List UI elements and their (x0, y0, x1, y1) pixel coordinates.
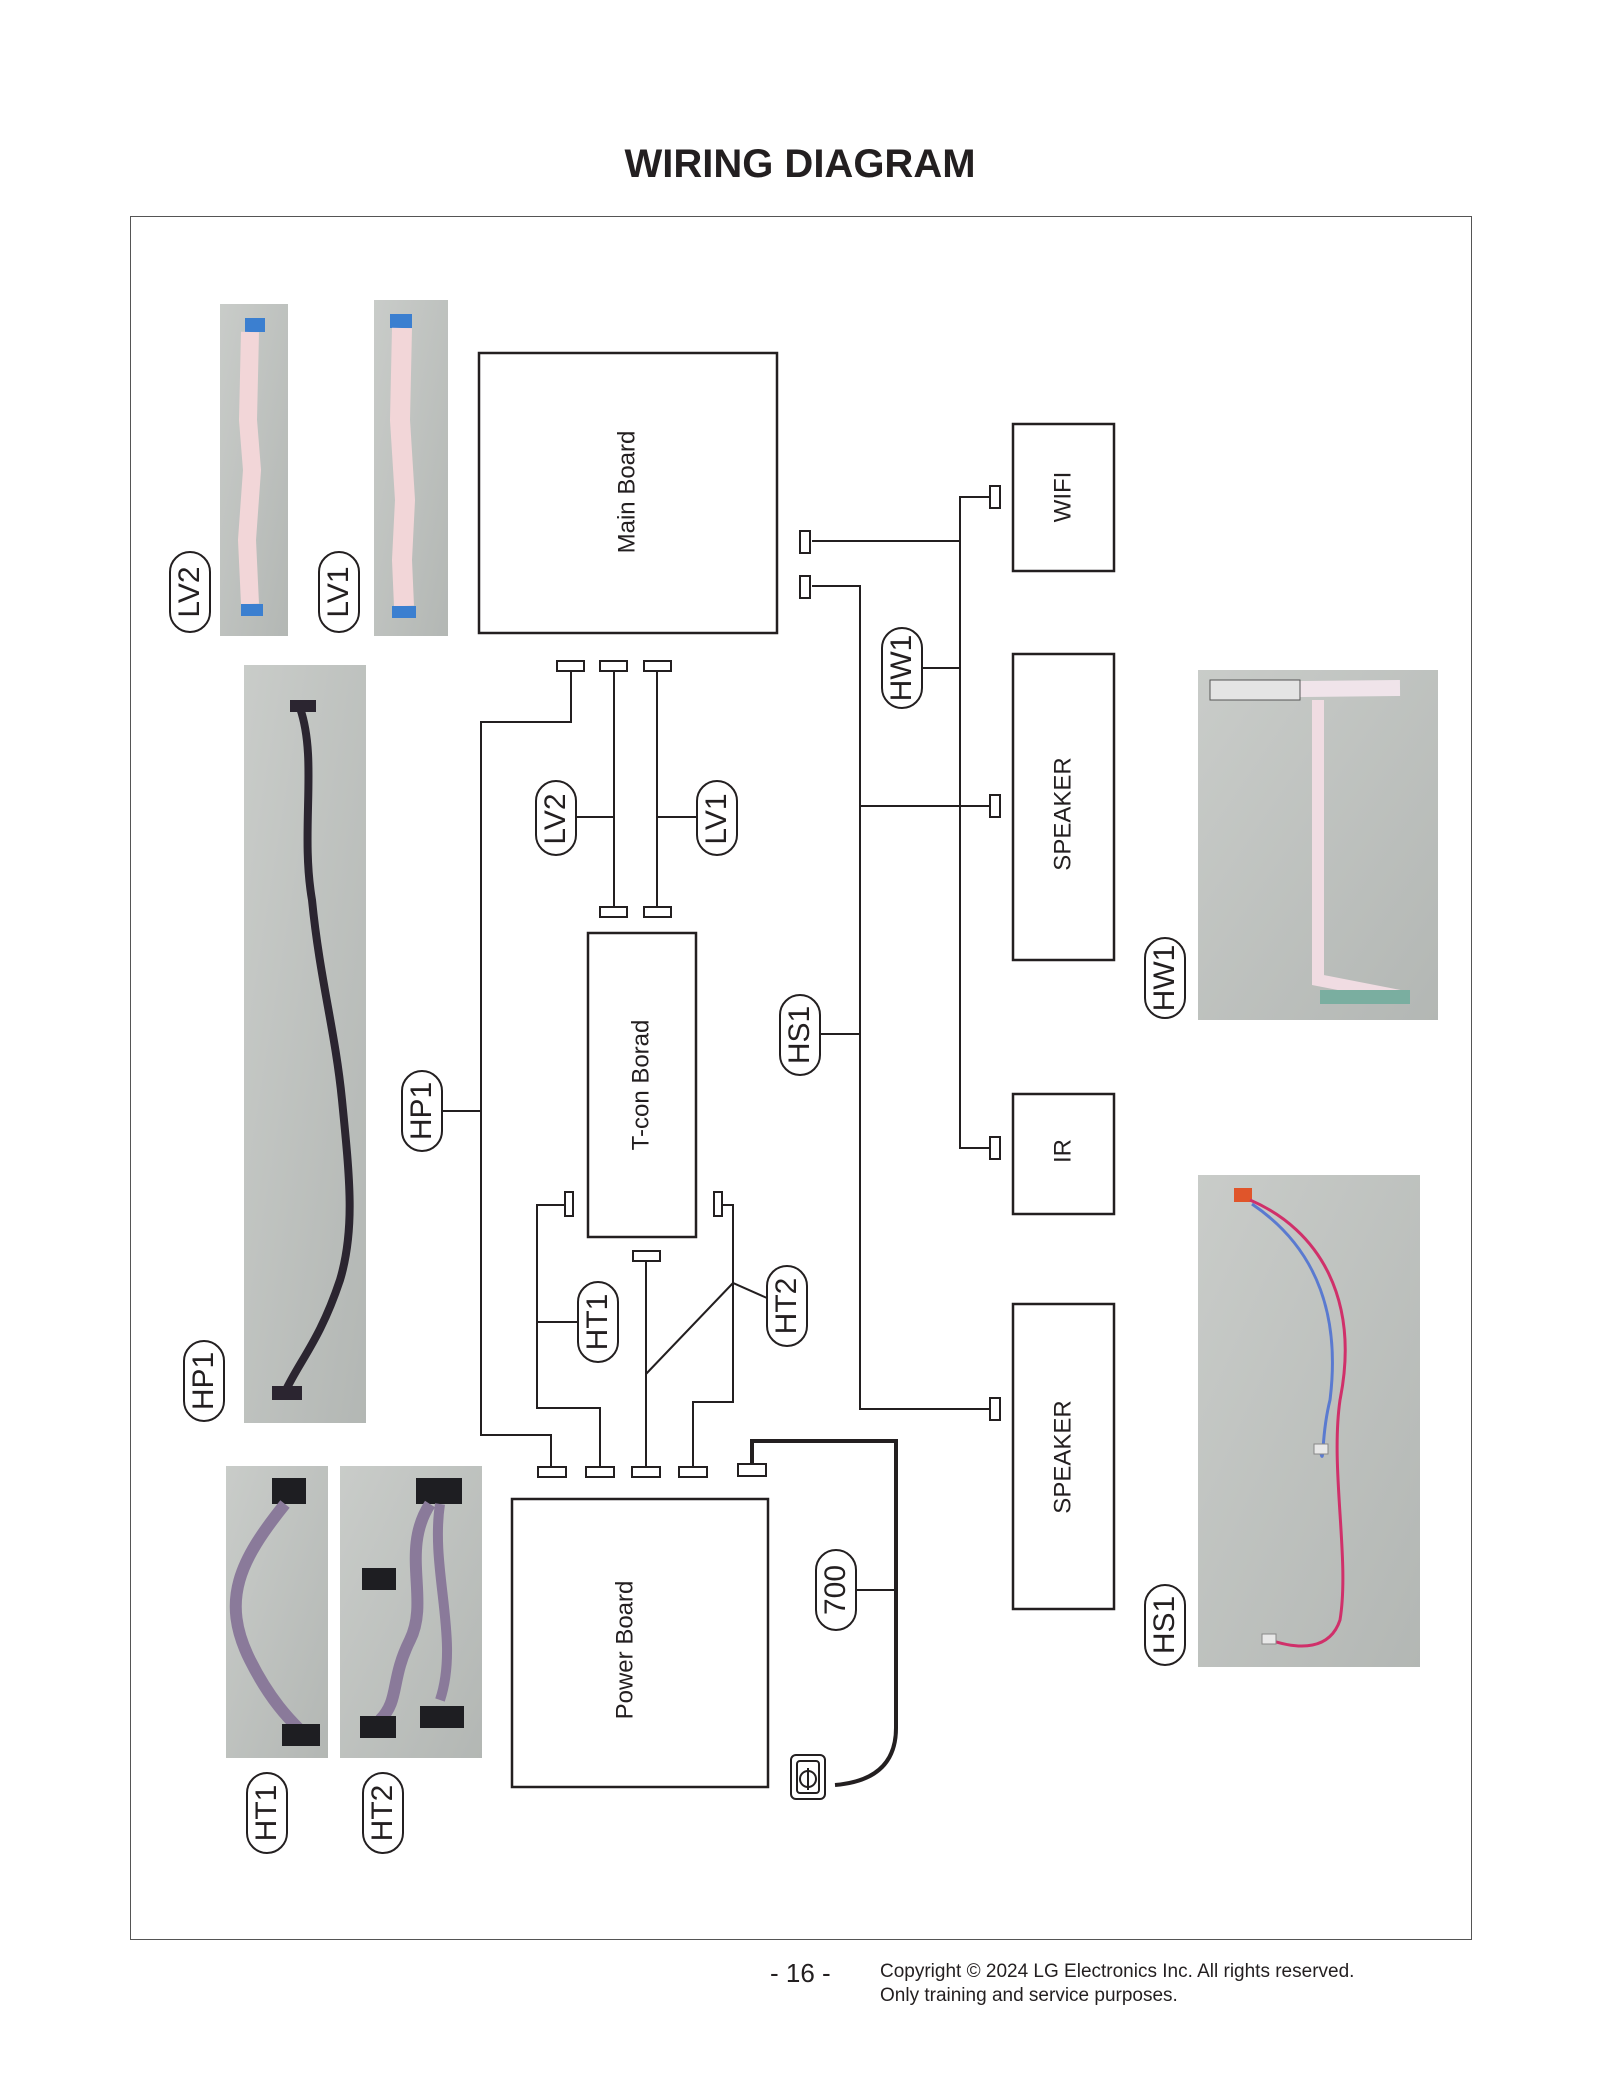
main-board (477, 351, 779, 635)
wire-ht2-leader (645, 1281, 768, 1375)
label-pill-ht2 (766, 1265, 808, 1347)
ir-label: IR (1049, 1139, 1076, 1163)
label-pill-hp1 (401, 1070, 443, 1152)
copyright-line-2: Only training and service purposes. (880, 1985, 1178, 2006)
speaker-top (1011, 652, 1116, 962)
speaker-top-label: SPEAKER (1049, 757, 1076, 870)
connector (599, 660, 628, 672)
tcon-board (586, 931, 698, 1239)
label-pill-hs1 (779, 994, 821, 1076)
cable-labels (401, 627, 923, 1631)
photo-label-ht2: HT2 (366, 1785, 399, 1842)
connector (799, 575, 811, 599)
wire-ht1-left (536, 1204, 601, 1468)
label-ht1: HT1 (581, 1294, 614, 1351)
connector (632, 1250, 661, 1262)
connector (989, 794, 1001, 818)
photo-lv2 (220, 304, 288, 636)
label-hw1: HW1 (885, 635, 918, 702)
photo-pill-ht1 (246, 1772, 288, 1854)
label-pill-lv2 (535, 780, 577, 856)
page-number: - 16 - (770, 1958, 831, 1988)
photo-label-pills (169, 551, 1186, 1854)
label-ht2: HT2 (770, 1278, 803, 1335)
speaker-bottom-label: SPEAKER (1049, 1400, 1076, 1513)
photo-pill-hs1 (1144, 1584, 1186, 1666)
label-pill-hw1 (881, 627, 923, 709)
photo-pill-lv2 (169, 551, 211, 633)
photo-label-ht1: HT1 (250, 1785, 283, 1842)
ac-plug-icon (790, 1754, 826, 1800)
wire-700 (750, 1439, 898, 1787)
photo-pill-ht2 (362, 1772, 404, 1854)
photo-hp1 (244, 665, 366, 1423)
connector (537, 1466, 567, 1478)
label-pill-ht1 (577, 1281, 619, 1363)
photo-label-lv1: LV1 (322, 566, 355, 617)
wire-hw1-top (812, 496, 990, 542)
connector (713, 1191, 723, 1217)
wire-hp1 (480, 670, 572, 1468)
photo-hw1 (1198, 670, 1438, 1020)
page-title: WIRING DIAGRAM (624, 142, 976, 186)
photo-pill-hw1 (1144, 937, 1186, 1019)
label-hs1: HS1 (783, 1006, 816, 1064)
connector (989, 1397, 1001, 1421)
connector (643, 660, 672, 672)
main-board-label: Main Board (613, 431, 640, 554)
photo-label-hw1: HW1 (1148, 945, 1181, 1012)
connector (643, 906, 672, 918)
boards (477, 351, 1116, 1789)
tcon-board-label: T-con Borad (627, 1020, 654, 1151)
connector (989, 1136, 1001, 1160)
connector (678, 1466, 708, 1478)
connectors (537, 485, 1001, 1478)
wire-hs1 (812, 585, 990, 1410)
photo-hs1 (1198, 1175, 1420, 1667)
wire-hw1-ir (959, 541, 990, 1149)
connector (989, 485, 1001, 509)
connector (631, 1466, 661, 1478)
wifi-module (1011, 422, 1116, 573)
wire-ht2-right (692, 1204, 734, 1468)
label-hp1: HP1 (405, 1082, 438, 1140)
photo-ht2 (340, 1466, 482, 1758)
copyright-line-1: Copyright © 2024 LG Electronics Inc. All… (880, 1961, 1355, 1982)
power-board-label: Power Board (611, 1581, 638, 1720)
connector (564, 1191, 574, 1217)
connector (799, 530, 811, 554)
photo-lv1 (374, 300, 448, 636)
photo-pill-lv1 (318, 551, 360, 633)
diagram-frame (130, 216, 1472, 1940)
wires (442, 496, 990, 1787)
label-lv2: LV2 (539, 793, 572, 844)
connector (585, 1466, 615, 1478)
photo-pill-hp1 (183, 1340, 225, 1422)
wifi-label: WIFI (1049, 472, 1076, 523)
photo-ht1 (226, 1466, 328, 1758)
connector (599, 906, 628, 918)
copyright-notice: Copyright © 2024 LG Electronics Inc. All… (880, 1960, 1354, 2008)
photo-label-hp1: HP1 (187, 1352, 220, 1410)
ir-module (1011, 1092, 1116, 1216)
label-pill-700 (815, 1549, 857, 1631)
connector (556, 660, 585, 672)
label-700: 700 (819, 1565, 852, 1615)
photo-label-hs1: HS1 (1148, 1596, 1181, 1654)
label-pill-lv1 (696, 780, 738, 856)
label-lv1: LV1 (700, 793, 733, 844)
power-board (510, 1497, 770, 1789)
photo-label-lv2: LV2 (173, 566, 206, 617)
speaker-bottom (1011, 1302, 1116, 1611)
connector (737, 1463, 767, 1477)
